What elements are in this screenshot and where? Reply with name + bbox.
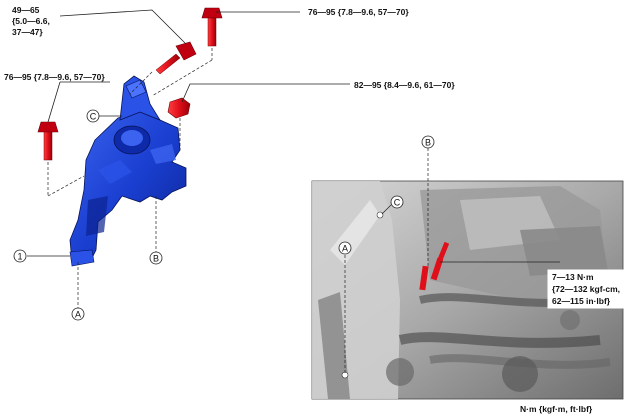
callout-c-drawing: C [86, 109, 122, 123]
callout-1-label: 1 [17, 252, 22, 262]
photo-torque-box: 7—13 N·m {72—132 kgf-cm, 62—115 in·lbf} [547, 269, 625, 309]
torque-photo-line2: {72—132 kgf-cm, [552, 284, 620, 294]
leader-lines-photo [344, 148, 560, 374]
callout-a-photo: A [338, 241, 352, 255]
callout-b-drawing-label: B [153, 254, 159, 264]
torque-top-right: 76—95 {7.8—9.6, 57—70} [308, 7, 409, 17]
torque-top-left-line2: {5.0—6.6, [12, 16, 50, 26]
torque-top-left-line3: 37—47} [12, 27, 43, 37]
callout-b-photo-label: B [425, 138, 431, 148]
bolt-left-vertical [37, 121, 59, 161]
callout-b-drawing: B [149, 251, 163, 265]
engine-mount-bracket [69, 75, 187, 267]
torque-photo-line3: 62—115 in·lbf} [552, 296, 611, 306]
nut-right [167, 97, 191, 119]
bolt-top-angled [155, 41, 197, 75]
bolt-top-vertical [201, 7, 223, 47]
leader-lines-drawing [27, 9, 350, 257]
torque-photo-line1: 7—13 N·m [552, 272, 594, 282]
callout-c-photo: C [390, 195, 404, 209]
torque-top-left-line1: 49—65 [12, 5, 40, 15]
callout-1: 1 [13, 249, 27, 263]
units-note: N·m {kgf·m, ft·lbf} [520, 404, 593, 414]
torque-right: 82—95 {8.4—9.6, 61—70} [354, 80, 455, 90]
callout-a-drawing: A [71, 307, 85, 321]
dashed-assembly-lines [47, 48, 213, 308]
callout-c-photo-label: C [394, 198, 401, 208]
callout-a-photo-label: A [342, 244, 348, 254]
torque-left: 76—95 {7.8—9.6, 57—70} [4, 72, 105, 82]
callout-b-photo: B [421, 135, 435, 149]
callout-c-drawing-label: C [90, 112, 97, 122]
callout-a-drawing-label: A [75, 310, 81, 320]
